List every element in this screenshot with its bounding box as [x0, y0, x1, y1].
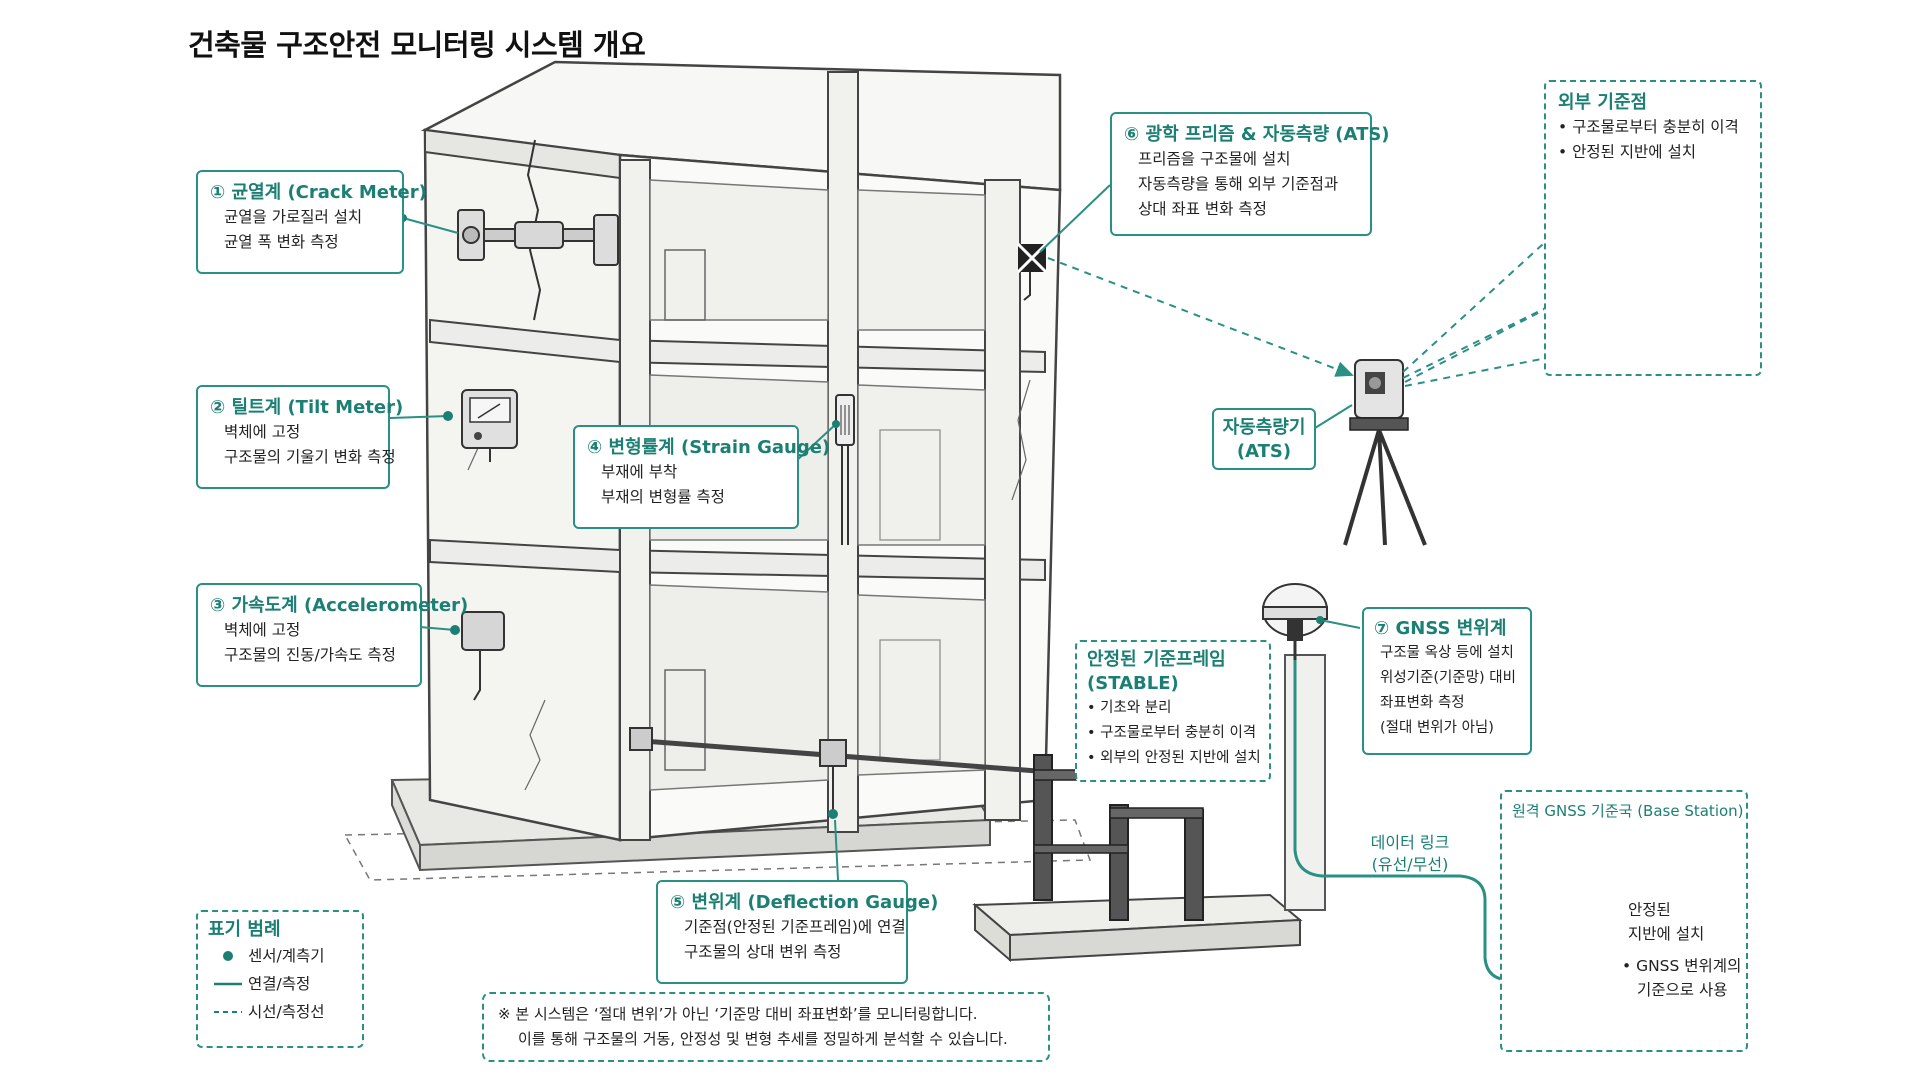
external-reference-title: 외부 기준점: [1558, 92, 1648, 113]
gnss-title: ⑦ GNSS 변위계: [1374, 618, 1507, 639]
sensor-dot: [832, 420, 840, 428]
stable-frame: [972, 754, 1303, 963]
ats-label-line: (ATS): [1236, 441, 1292, 462]
stable-frame-item: 기초와 분리: [1087, 696, 1259, 721]
deflection-gauge-desc: 기준점(안정된 기준프레임)에 연결: [684, 918, 906, 936]
strain-gauge-device: [835, 394, 855, 545]
data-link-line: 데이터 링크: [1370, 833, 1450, 852]
stable-frame-item: 외부의 안정된 지반에 설치: [1087, 746, 1261, 771]
crack-meter-desc: 균열 폭 변화 측정: [224, 233, 339, 251]
stable-frame-callout: 안정된 기준프레임 (STABLE) 기초와 분리 구조물로부터 충분히 이격 …: [1075, 640, 1271, 782]
legend-row-connection: 연결/측정: [208, 970, 352, 998]
gnss-desc: 위성기준(기준망) 대비: [1380, 670, 1516, 686]
stable-frame-title: 안정된 기준프레임: [1087, 649, 1226, 670]
footnote-line: ※ 본 시스템은 ‘절대 변위’가 아닌 ‘기준망 대비 좌표변화’를 모니터링…: [498, 1005, 978, 1023]
ats-title: ⑥ 광학 프리즘 & 자동측량 (ATS): [1124, 124, 1390, 145]
strain-gauge-desc: 부재에 부착: [601, 463, 678, 481]
tilt-meter-device: [461, 389, 518, 462]
sensor-dot-icon: [208, 949, 248, 963]
external-reference-item: 구조물로부터 충분히 이격: [1558, 115, 1748, 140]
accelerometer-device: [461, 611, 505, 701]
ats-label-box: 자동측량기 (ATS): [1212, 408, 1316, 470]
deflection-gauge-callout: ⑤ 변위계 (Deflection Gauge) 기준점(안정된 기준프레임)에…: [656, 880, 939, 984]
footnote: ※ 본 시스템은 ‘절대 변위’가 아닌 ‘기준망 대비 좌표변화’를 모니터링…: [482, 992, 1050, 1062]
legend: 표기 범례 센서/계측기 연결/측정 시선/측정선: [196, 910, 364, 1048]
ats-desc: 프리즘을 구조물에 설치: [1138, 150, 1291, 168]
external-reference-item: 안정된 지반에 설치: [1558, 140, 1748, 165]
data-link-label: 데이터 링크 (유선/무선): [1350, 832, 1470, 876]
data-link-line: (유선/무선): [1371, 855, 1449, 874]
accelerometer-title: ③ 가속도계 (Accelerometer): [210, 595, 469, 616]
legend-label: 시선/측정선: [248, 1003, 325, 1021]
gnss-desc: 구조물 옥상 등에 설치: [1380, 645, 1514, 661]
legend-label: 연결/측정: [248, 975, 311, 993]
accelerometer-desc: 벽체에 고정: [224, 621, 301, 639]
ats-label-line: 자동측량기: [1222, 417, 1306, 438]
footnote-line: 이를 통해 구조물의 거동, 안정성 및 변형 추세를 정밀하게 분석할 수 있…: [518, 1030, 1008, 1048]
ats-desc: 상대 좌표 변화 측정: [1138, 200, 1267, 218]
solid-line-icon: [208, 979, 248, 989]
sensor-dot: [1316, 616, 1324, 624]
gnss-desc: 좌표변화 측정: [1380, 695, 1465, 711]
deflection-gauge-title: ⑤ 변위계 (Deflection Gauge): [670, 892, 939, 913]
base-station-desc: 기준으로 사용: [1637, 981, 1728, 999]
legend-row-sensor: 센서/계측기: [208, 942, 352, 970]
ats-callout: ⑥ 광학 프리즘 & 자동측량 (ATS) 프리즘을 구조물에 설치 자동측량을…: [1110, 112, 1390, 236]
base-station-title: 원격 GNSS 기준국 (Base Station): [1512, 802, 1744, 820]
ats-total-station: [1343, 359, 1427, 546]
ats-desc: 자동측량을 통해 외부 기준점과: [1138, 175, 1339, 193]
tilt-meter-title: ② 틸트계 (Tilt Meter): [210, 397, 404, 418]
strain-gauge-desc: 부재의 변형률 측정: [601, 488, 725, 506]
gnss-callout: ⑦ GNSS 변위계 구조물 옥상 등에 설치 위성기준(기준망) 대비 좌표변…: [1362, 607, 1532, 755]
gnss-rover-device: [1262, 583, 1328, 911]
page-title: 건축물 구조안전 모니터링 시스템 개요: [188, 28, 646, 62]
sensor-dot: [443, 411, 453, 421]
base-station-desc: 지반에 설치: [1628, 925, 1705, 943]
sensor-dot: [450, 625, 460, 635]
accelerometer-desc: 구조물의 진동/가속도 측정: [224, 646, 396, 664]
tilt-meter-desc: 구조물의 기울기 변화 측정: [224, 448, 396, 466]
strain-gauge-title: ④ 변형률계 (Strain Gauge): [587, 437, 831, 458]
deflection-gauge-desc: 구조물의 상대 변위 측정: [684, 943, 842, 961]
stable-frame-item: 구조물로부터 충분히 이격: [1087, 721, 1259, 746]
crack-meter-title: ① 균열계 (Crack Meter): [210, 182, 427, 203]
base-station-bullet: GNSS 변위계의: [1636, 957, 1742, 975]
legend-label: 센서/계측기: [248, 947, 325, 965]
tilt-meter-desc: 벽체에 고정: [224, 423, 301, 441]
strain-gauge-callout: ④ 변형률계 (Strain Gauge) 부재에 부착 부재의 변형률 측정: [573, 425, 831, 529]
legend-title: 표기 범례: [208, 919, 281, 940]
building-prism-icon: [1016, 242, 1048, 301]
dashed-line-icon: [208, 1007, 248, 1017]
connector-lines: [389, 184, 1552, 982]
gnss-desc: (절대 변위가 아님): [1380, 720, 1494, 736]
legend-row-sightline: 시선/측정선: [208, 998, 352, 1026]
crack-meter-device: [457, 209, 619, 266]
base-station-desc: • GNSS 변위계의: [1622, 957, 1742, 975]
deflection-gauge-device: [629, 727, 1051, 819]
tilt-meter-callout: ② 틸트계 (Tilt Meter) 벽체에 고정 구조물의 기울기 변화 측정: [196, 385, 404, 489]
accelerometer-callout: ③ 가속도계 (Accelerometer) 벽체에 고정 구조물의 진동/가속…: [196, 583, 469, 687]
base-station-desc: 안정된: [1628, 901, 1671, 919]
external-reference-callout: 외부 기준점 구조물로부터 충분히 이격 안정된 지반에 설치: [1544, 80, 1762, 376]
base-station-callout: 원격 GNSS 기준국 (Base Station): [1500, 790, 1748, 1052]
crack-meter-desc: 균열을 가로질러 설치: [224, 208, 363, 226]
crack-meter-callout: ① 균열계 (Crack Meter) 균열을 가로질러 설치 균열 폭 변화 …: [196, 170, 427, 274]
stable-frame-subtitle: (STABLE): [1087, 673, 1179, 694]
